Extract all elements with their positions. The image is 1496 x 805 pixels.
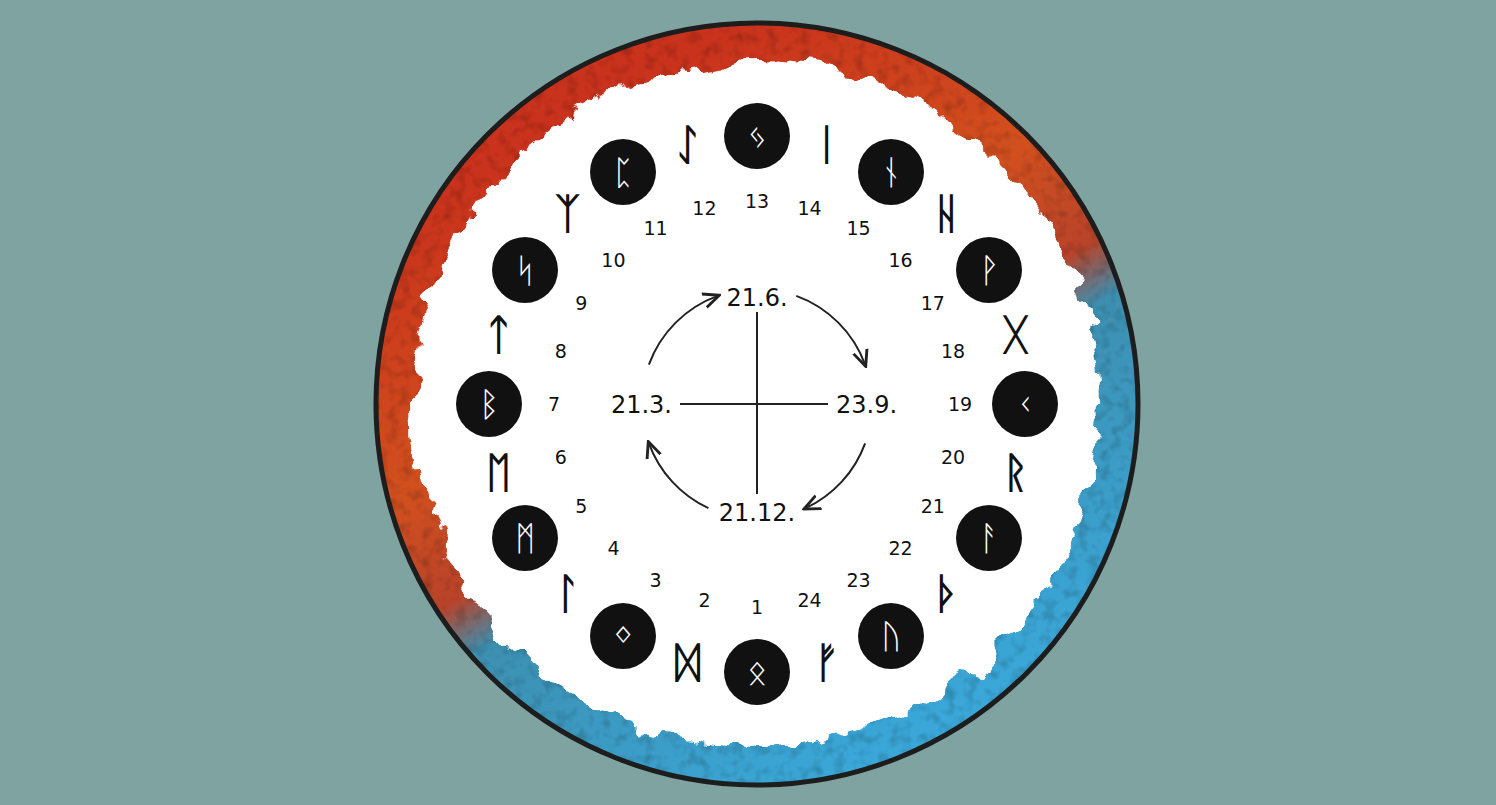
rune-glyph: ᚺ [934,193,959,235]
rune-disc: ᚾ [858,139,924,205]
rune-glyph: ᚲ [1015,387,1035,421]
period-number: 5 [575,496,587,515]
rune-disc: ᛃ [724,103,790,169]
rune-glyph: ᛋ [515,253,535,287]
rune-glyph: ᚨ [979,521,999,555]
period-number: 11 [643,219,667,238]
period-number: 2 [698,591,710,610]
rune-disc: ᛒ [456,371,522,437]
rune-glyph: ᛈ [613,155,633,189]
solstice-date: 21.12. [719,501,795,525]
rune-glyph: ᛇ [675,124,700,166]
rune-glyph: ᛒ [479,387,499,421]
period-number: 12 [692,198,716,217]
period-number: 20 [941,447,965,466]
period-number: 18 [941,342,965,361]
period-number: 17 [921,293,945,312]
rune-glyph: ᛚ [555,573,580,615]
period-number: 7 [548,395,560,414]
period-number: 16 [888,251,912,270]
rune-glyph: ᚢ [881,619,901,653]
rune-glyph: ᚠ [814,642,839,684]
solstice-date: 21.3. [611,393,672,417]
rune-glyph: ᛜ [613,619,633,653]
season-cross [649,296,865,508]
period-number: 23 [846,570,870,589]
rune-disc: ᚲ [992,371,1058,437]
rune-disc: ᛈ [590,139,656,205]
solstice-date: 21.6. [726,286,787,310]
rune-glyph: ᛏ [486,314,511,356]
period-number: 24 [797,591,821,610]
period-number: 8 [555,342,567,361]
rune-glyph: ᛖ [486,452,511,494]
period-number: 21 [921,496,945,515]
wheel-border [376,23,1138,785]
period-number: 22 [888,538,912,557]
period-number: 13 [745,192,769,211]
rune-glyph: ᛗ [515,521,535,555]
rune-disc: ᛗ [492,505,558,571]
period-number: 9 [575,293,587,312]
rune-glyph: ᛃ [747,119,767,153]
rune-disc: ᚹ [956,237,1022,303]
watercolor-ring [370,15,1150,795]
period-number: 15 [846,219,870,238]
period-number: 6 [555,447,567,466]
rune-glyph: ᛁ [814,124,839,166]
solstice-date: 23.9. [836,393,897,417]
period-number: 14 [797,198,821,217]
rune-glyph: ᚷ [1003,314,1028,356]
rune-glyph: ᛉ [555,193,580,235]
rune-glyph: ᚱ [1003,452,1028,494]
rune-disc: ᚢ [858,603,924,669]
period-number: 3 [649,570,661,589]
period-number: 10 [601,251,625,270]
period-number: 4 [607,538,619,557]
rune-disc: ᛜ [590,603,656,669]
rune-glyph: ᛟ [747,655,767,689]
rune-disc: ᚨ [956,505,1022,571]
period-number: 19 [948,395,972,414]
rune-disc: ᛋ [492,237,558,303]
rune-glyph: ᚦ [934,573,959,615]
rune-glyph: ᚹ [979,253,999,287]
rune-disc: ᛟ [724,639,790,705]
rune-glyph: ᛞ [675,642,700,684]
rune-glyph: ᚾ [881,155,901,189]
period-number: 1 [751,598,763,617]
